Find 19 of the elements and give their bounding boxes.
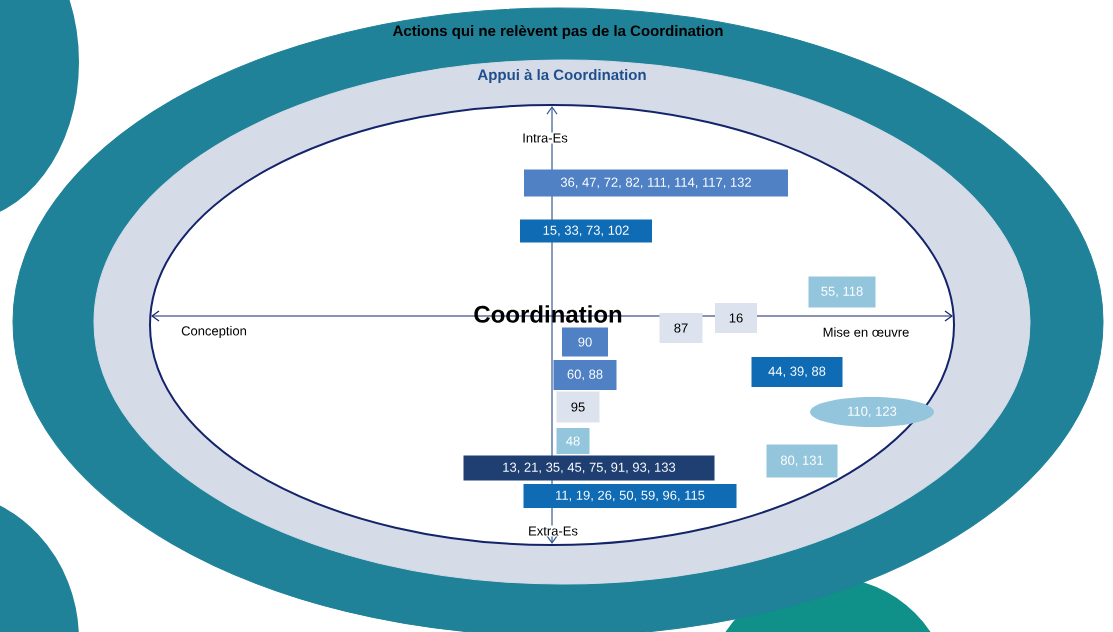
number-box: 15, 33, 73, 102 <box>520 219 652 243</box>
axis-label: Intra-Es <box>521 132 569 144</box>
number-box: 95 <box>556 391 600 423</box>
number-box: 87 <box>659 313 703 343</box>
number-box: 13, 21, 35, 45, 75, 91, 93, 133 <box>463 455 715 481</box>
ring-heading: Appui à la Coordination <box>477 68 646 84</box>
number-box: 11, 19, 26, 50, 59, 96, 115 <box>523 484 737 508</box>
number-box: 60, 88 <box>553 360 617 390</box>
axis-label: Mise en œuvre <box>821 326 911 338</box>
number-box: 16 <box>715 303 757 333</box>
number-box: 44, 39, 88 <box>751 357 843 387</box>
axis-label: Extra-Es <box>527 525 579 537</box>
number-box: 36, 47, 72, 82, 111, 114, 117, 132 <box>524 169 788 197</box>
number-box: 55, 118 <box>808 276 876 308</box>
center-title: Coordination <box>474 305 622 323</box>
ring-heading: Actions qui ne relèvent pas de la Coordination <box>392 24 723 40</box>
number-box: 48 <box>556 428 590 454</box>
number-box: 80, 131 <box>766 444 838 478</box>
number-box: 90 <box>562 327 608 357</box>
